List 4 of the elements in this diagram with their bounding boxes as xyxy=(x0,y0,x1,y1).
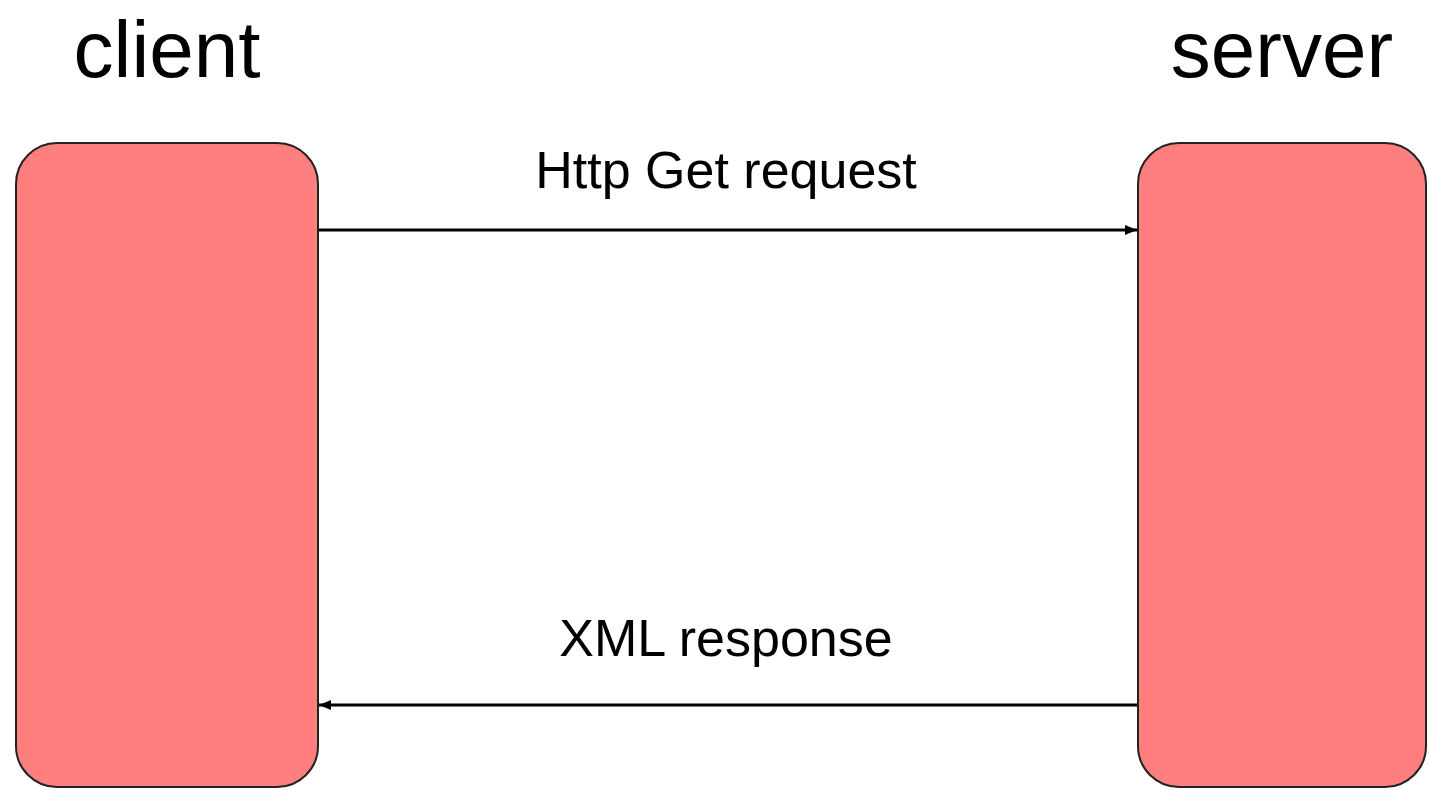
arrow xyxy=(319,225,1137,235)
node-heading: server xyxy=(1169,4,1395,96)
arrow xyxy=(319,700,1137,710)
node-heading: client xyxy=(72,4,262,96)
